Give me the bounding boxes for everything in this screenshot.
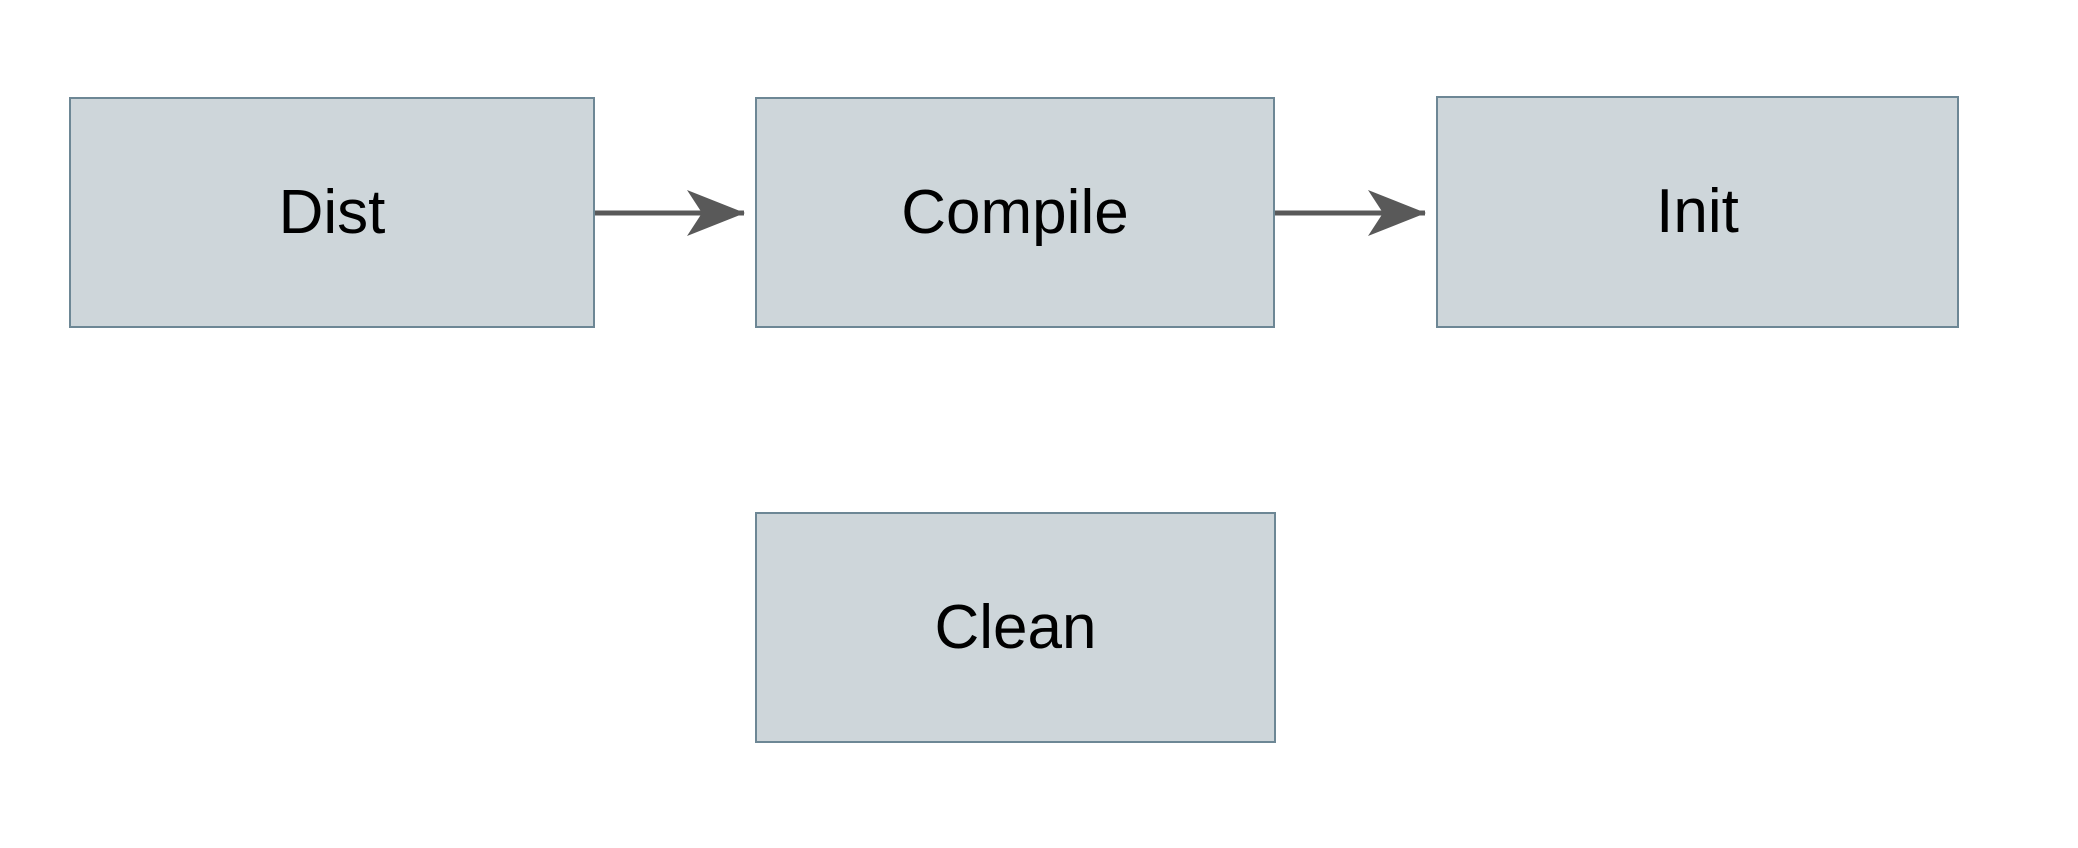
node-label-clean: Clean	[934, 592, 1097, 662]
node-label-init: Init	[1656, 177, 1739, 246]
node-compile[interactable]: Compile	[755, 97, 1275, 328]
node-label-dist: Dist	[278, 177, 386, 247]
node-label-compile: Compile	[901, 177, 1129, 247]
node-dist[interactable]: Dist	[69, 97, 595, 328]
node-clean[interactable]: Clean	[755, 512, 1276, 743]
node-init[interactable]: Init	[1436, 96, 1959, 328]
